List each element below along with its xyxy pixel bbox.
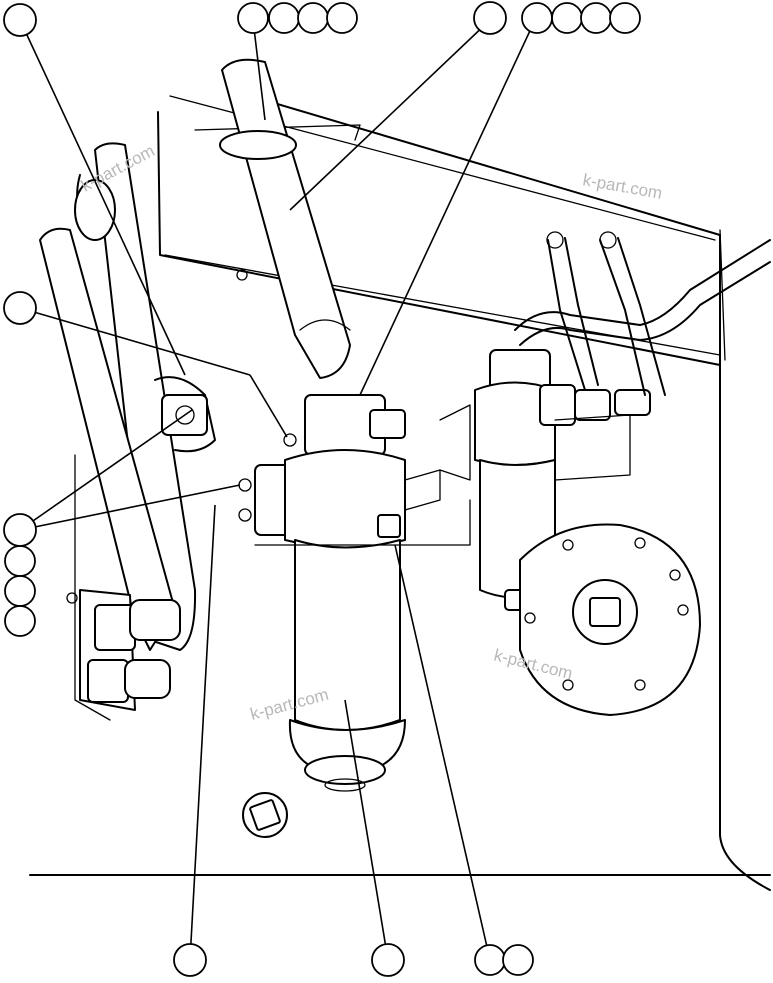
callout-bubble	[326, 2, 358, 34]
callout-bubble	[3, 513, 37, 547]
left-fittings	[66, 454, 181, 721]
callout-bubble	[551, 2, 583, 34]
return-pipe	[514, 239, 771, 346]
primary-filter	[238, 394, 471, 792]
callout-bubble	[371, 943, 405, 977]
callout-bubble	[4, 545, 36, 577]
callout-bubble	[473, 1, 507, 35]
callout-bubble	[4, 575, 36, 607]
secondary-filter	[439, 231, 666, 611]
callout-bubble	[3, 291, 37, 325]
leader-lines	[19, 19, 536, 961]
callout-bubble	[3, 3, 37, 37]
callout-bubble	[474, 944, 506, 976]
callout-bubble	[609, 2, 641, 34]
callout-bubble	[521, 2, 553, 34]
drain-plug	[242, 792, 288, 838]
callout-bubble	[502, 944, 534, 976]
callout-bubble	[237, 2, 269, 34]
cover-plate	[519, 523, 701, 716]
upper-hose	[219, 58, 351, 379]
left-hoses	[39, 142, 216, 651]
callout-bubbles	[3, 1, 641, 977]
callout-bubble	[173, 943, 207, 977]
callout-bubble	[268, 2, 300, 34]
callout-bubble	[297, 2, 329, 34]
callout-bubble	[4, 605, 36, 637]
callout-bubble	[580, 2, 612, 34]
